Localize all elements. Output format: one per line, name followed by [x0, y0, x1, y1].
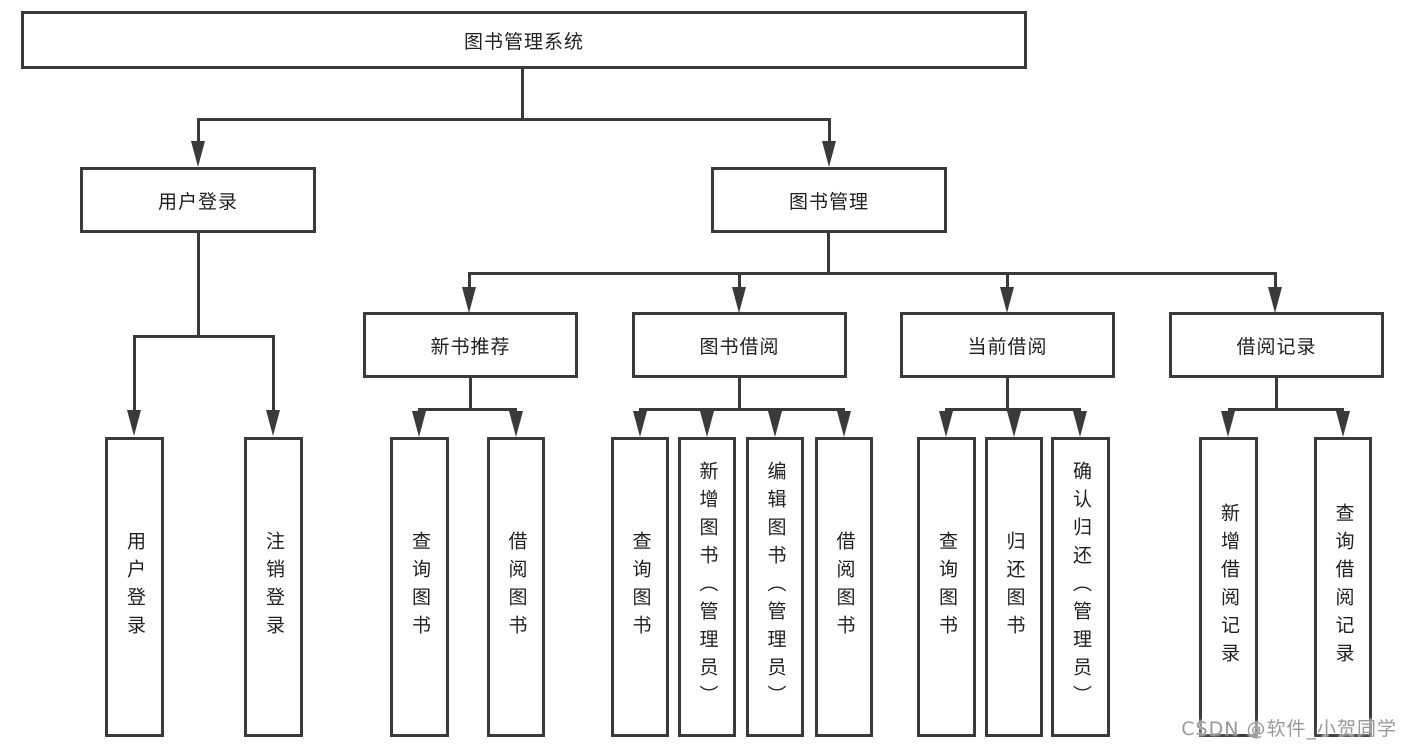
- connector-current-stem: [1006, 378, 1009, 408]
- connector-to-user-login: [197, 118, 200, 144]
- connector-to-login-leaf: [133, 335, 136, 412]
- node-label: 新增借阅记录: [1218, 503, 1240, 671]
- node-label: 确认归还（管理员）: [1070, 461, 1092, 713]
- arrowhead-user-login: [191, 141, 205, 167]
- node-leaf-add-borrow-record: 新增借阅记录: [1199, 437, 1258, 737]
- node-leaf-current-query-books: 查询图书: [917, 437, 976, 737]
- node-leaf-logout: 注销登录: [244, 437, 303, 737]
- arrowhead-current-query: [939, 411, 953, 437]
- connector-recommend-stem: [469, 378, 472, 408]
- arrowhead-recommend-borrow: [509, 411, 523, 437]
- arrowhead-logout-leaf: [266, 410, 280, 436]
- connector-book-branch: [469, 272, 1277, 275]
- connector-to-borrow-records: [1274, 272, 1277, 289]
- node-leaf-confirm-return-admin: 确认归还（管理员）: [1051, 437, 1110, 737]
- node-label: 当前借阅: [967, 335, 1048, 358]
- arrowhead-records-query: [1336, 411, 1350, 437]
- node-label: 借阅图书: [505, 531, 528, 643]
- arrowhead-current-borrow: [1000, 287, 1014, 313]
- connector-records-branch: [1228, 408, 1344, 411]
- node-borrowing-records: 借阅记录: [1169, 312, 1384, 378]
- connector-root-branch: [197, 118, 831, 121]
- node-leaf-edit-books-admin: 编辑图书（管理员）: [746, 437, 804, 737]
- csdn-watermark: CSDN @软件_小贺同学: [1181, 718, 1397, 740]
- node-new-book-recommend: 新书推荐: [363, 312, 578, 378]
- connector-login-branch: [133, 335, 275, 338]
- node-label: 图书管理: [788, 190, 869, 213]
- arrowhead-borrowing-add: [700, 411, 714, 437]
- connector-root-stem: [521, 68, 524, 119]
- arrowhead-borrowing-query: [633, 411, 647, 437]
- connector-to-new-books: [468, 272, 471, 289]
- connector-recommend-branch: [418, 408, 517, 411]
- node-book-management: 图书管理: [711, 167, 947, 233]
- node-label: 借阅记录: [1236, 335, 1317, 358]
- node-label: 借阅图书: [833, 531, 856, 643]
- node-label: 查询借阅记录: [1332, 503, 1355, 671]
- node-leaf-recommend-borrow-books: 借阅图书: [487, 437, 545, 737]
- connector-login-stem: [197, 233, 200, 337]
- arrowhead-borrowing-borrow: [837, 411, 851, 437]
- node-label: 归还图书: [1003, 531, 1026, 643]
- connector-to-logout-leaf: [272, 335, 275, 412]
- node-leaf-add-books-admin: 新增图书（管理员）: [678, 437, 736, 737]
- node-library-management-system: 图书管理系统: [21, 11, 1027, 69]
- node-label: 编辑图书（管理员）: [764, 461, 787, 713]
- connector-to-current-borrow: [1006, 272, 1009, 289]
- arrowhead-new-books: [462, 287, 476, 313]
- node-leaf-borrowing-query-books: 查询图书: [611, 437, 669, 737]
- connector-borrowing-branch: [639, 408, 845, 411]
- node-label: 查询图书: [936, 531, 958, 643]
- arrowhead-borrowing-edit: [768, 411, 782, 437]
- node-user-login-group: 用户登录: [80, 167, 316, 233]
- connector-to-book-management: [828, 118, 831, 144]
- node-label: 查询图书: [409, 531, 431, 643]
- node-leaf-user-login: 用户登录: [105, 437, 164, 737]
- node-label: 新书推荐: [430, 335, 511, 358]
- node-label: 查询图书: [629, 531, 652, 643]
- node-leaf-borrow-books: 借阅图书: [815, 437, 873, 737]
- arrowhead-login-leaf: [127, 410, 141, 436]
- arrowhead-records-add: [1221, 411, 1235, 437]
- arrowhead-book-management: [822, 141, 836, 167]
- connector-records-stem: [1275, 378, 1278, 408]
- node-label: 注销登录: [263, 531, 285, 643]
- arrowhead-current-confirm: [1073, 411, 1087, 437]
- node-label: 图书借阅: [699, 335, 780, 358]
- node-label: 用户登录: [157, 190, 238, 213]
- connector-book-stem: [827, 233, 830, 272]
- node-label: 图书管理系统: [463, 30, 584, 53]
- arrowhead-recommend-query: [412, 411, 426, 437]
- node-label: 新增图书（管理员）: [696, 461, 719, 713]
- node-leaf-recommend-query-books: 查询图书: [390, 437, 449, 737]
- arrowhead-borrow-records: [1268, 287, 1282, 313]
- arrowhead-book-borrow: [732, 287, 746, 313]
- connector-current-branch: [945, 408, 1081, 411]
- node-label: 用户登录: [124, 531, 146, 643]
- node-current-borrowing: 当前借阅: [900, 312, 1115, 378]
- connector-borrowing-stem: [738, 378, 741, 408]
- connector-to-book-borrow: [738, 272, 741, 289]
- node-leaf-return-books: 归还图书: [985, 437, 1043, 737]
- node-leaf-query-borrow-record: 查询借阅记录: [1314, 437, 1372, 737]
- node-book-borrowing: 图书借阅: [632, 312, 847, 378]
- arrowhead-current-return: [1007, 411, 1021, 437]
